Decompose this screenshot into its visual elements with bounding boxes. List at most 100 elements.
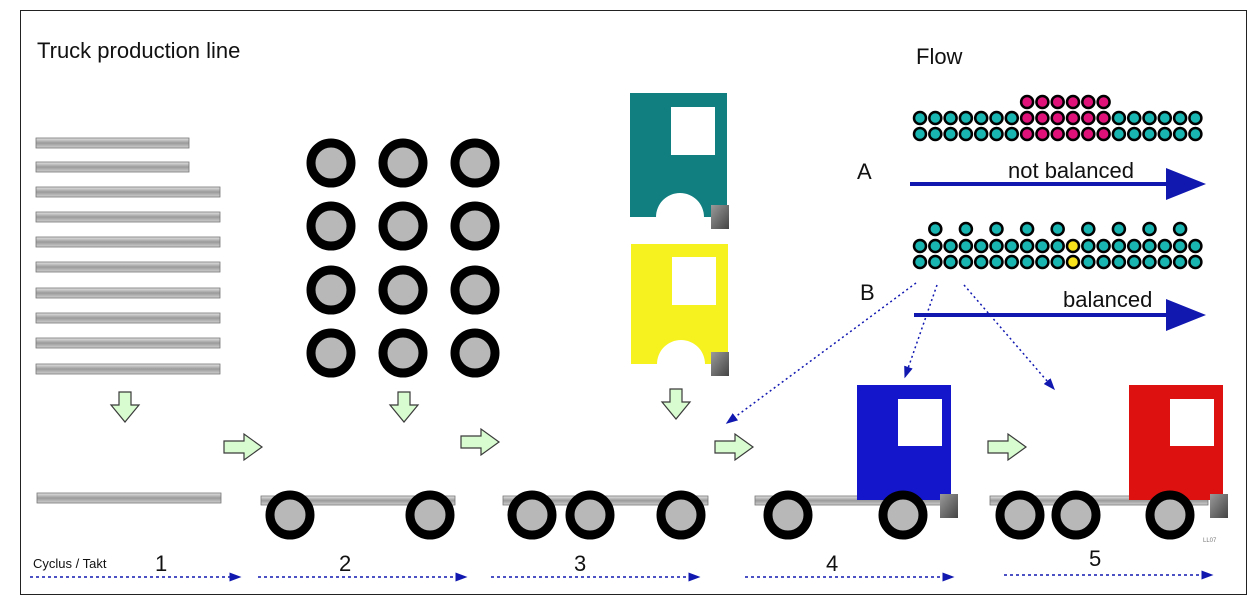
flow-dot: [1035, 94, 1050, 110]
flow-dot: [989, 221, 1004, 237]
wheel: [378, 328, 428, 378]
wheel: [450, 265, 500, 315]
page-title: Truck production line: [37, 38, 241, 63]
flow-dot: [1004, 238, 1020, 254]
stage-2-chassis: [260, 490, 456, 540]
flow-dot: [1065, 94, 1081, 110]
stage-3-chassis: [502, 490, 709, 540]
flow-dot: [958, 221, 974, 237]
flow-dot: [1142, 126, 1157, 142]
flow-a-dots: [912, 94, 1203, 142]
flow-dot: [989, 126, 1004, 142]
takt-arrows: [30, 570, 1214, 582]
flow-dot: [1019, 238, 1035, 254]
flow-dot: [1081, 221, 1096, 237]
flow-b-dots: [912, 221, 1203, 270]
distribution-arrow: [725, 282, 917, 424]
flow-dot: [1157, 238, 1173, 254]
flow-dot: [1111, 238, 1127, 254]
flow-dot: [1019, 110, 1035, 126]
flow-label-a: A: [857, 159, 872, 184]
right-arrows: [223, 427, 1028, 462]
wheel: [656, 490, 706, 540]
wheel: [450, 328, 500, 378]
flow-dot: [912, 126, 928, 142]
flow-dot: [989, 254, 1004, 270]
flow-dot: [1172, 126, 1188, 142]
flow-dot: [1142, 221, 1157, 237]
distribution-arrow: [904, 284, 938, 379]
frame-rail: [35, 211, 221, 223]
stage-5-truck: [989, 385, 1228, 540]
flow-dot: [912, 254, 928, 270]
wheel: [378, 201, 428, 251]
flow-dot: [1111, 126, 1127, 142]
flow-dot: [1065, 126, 1081, 142]
right-arrow: [714, 432, 755, 462]
down-arrows: [109, 388, 692, 423]
flow-dot: [958, 110, 974, 126]
flow-dot: [1188, 254, 1203, 270]
flow-dot: [1035, 254, 1050, 270]
frame-rail: [35, 261, 221, 273]
down-arrow: [388, 391, 420, 423]
wheel: [378, 265, 428, 315]
flow-dot: [958, 254, 974, 270]
flow-dot: [1096, 126, 1111, 142]
cab-step: [711, 352, 729, 376]
flow-dot: [1004, 254, 1020, 270]
wheel: [878, 490, 928, 540]
wheel: [306, 201, 356, 251]
wheel-stack: [306, 138, 500, 378]
flow-dot: [1188, 126, 1203, 142]
flow-dot: [1096, 110, 1111, 126]
flow-dot: [1096, 94, 1111, 110]
flow-dot: [1035, 126, 1050, 142]
flow-dot: [1050, 126, 1065, 142]
flow-dot: [958, 238, 974, 254]
frame-rail: [35, 186, 221, 198]
step-number: 4: [826, 551, 839, 576]
flow-dot: [1081, 110, 1096, 126]
flow-dot: [1081, 126, 1096, 142]
distribution-arrow: [963, 284, 1055, 391]
flow-dot: [1050, 238, 1065, 254]
flow-dot: [958, 126, 974, 142]
flow-dot: [1157, 126, 1173, 142]
chassis-frame: [260, 495, 456, 506]
cab-window: [671, 107, 715, 155]
right-arrow: [223, 432, 264, 462]
frame-rail: [35, 137, 190, 149]
flow-dot: [989, 238, 1004, 254]
flow-dot: [1172, 254, 1188, 270]
flow-dot: [943, 110, 958, 126]
step-number: 2: [339, 551, 352, 576]
flow-dot: [1050, 94, 1065, 110]
flow-dot: [1126, 254, 1142, 270]
flow-dot: [928, 221, 943, 237]
flow-dot: [973, 126, 989, 142]
wheel: [450, 201, 500, 251]
cab-teal: [630, 93, 729, 229]
flow-dot: [1142, 110, 1157, 126]
flow-dot: [1172, 110, 1188, 126]
flow-dot: [1050, 110, 1065, 126]
flow-dot: [1126, 238, 1142, 254]
flow-dot: [943, 126, 958, 142]
flow-label-b: B: [860, 280, 875, 305]
cab-window: [672, 257, 716, 305]
wheel: [265, 490, 315, 540]
frame-rail: [35, 236, 221, 248]
flow-dot: [1065, 254, 1081, 270]
flow-dot: [1172, 221, 1188, 237]
down-arrow: [109, 391, 141, 423]
flow-dot: [1050, 221, 1065, 237]
flow-dot: [928, 238, 943, 254]
flow-dot: [1050, 254, 1065, 270]
wheel: [763, 490, 813, 540]
flow-dot: [1126, 126, 1142, 142]
stage-4-truck: [754, 385, 958, 540]
frame-rail: [35, 287, 221, 299]
balanced-label: balanced: [1063, 287, 1153, 312]
flow-dot: [1081, 254, 1096, 270]
